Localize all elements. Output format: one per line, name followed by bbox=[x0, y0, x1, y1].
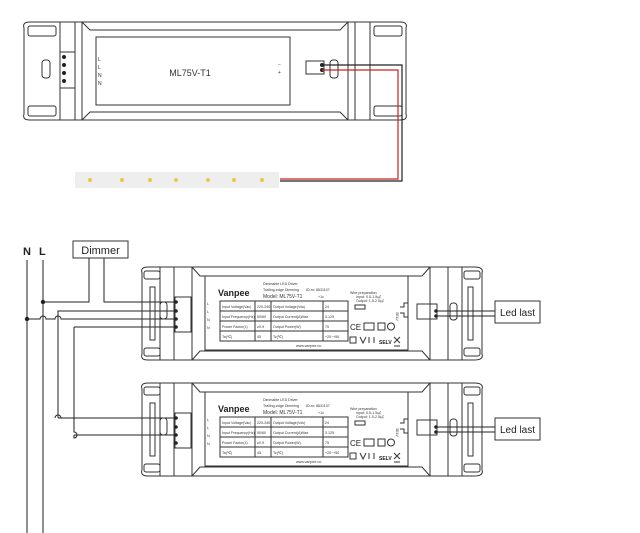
table-cell: 24 bbox=[325, 421, 329, 425]
selv-mark: SELV bbox=[379, 456, 392, 462]
table-cell: Tc(℃) bbox=[273, 451, 283, 455]
terminal-label: N bbox=[207, 318, 210, 322]
output-selv: SELV bbox=[395, 312, 399, 322]
table-cell: Ta(℃) bbox=[222, 451, 232, 455]
label-model: Model: ML75V-T1 bbox=[263, 294, 303, 300]
neutral-label: N bbox=[23, 246, 31, 258]
brand-logo: Vanpee bbox=[218, 404, 250, 414]
table-cell: Input Voltage(Vac) bbox=[222, 421, 251, 425]
terminal-label: L bbox=[207, 310, 209, 314]
table-cell: Input Frequency(Hz) bbox=[222, 431, 255, 435]
table-cell: 50/60 bbox=[257, 315, 266, 319]
output-selv: SELV bbox=[395, 428, 399, 438]
led-load-label: Led last bbox=[500, 308, 535, 319]
terminal-label: N bbox=[207, 326, 210, 330]
table-cell: Power Factor(λ) bbox=[222, 441, 248, 445]
table-cell: Output Current(A)Max bbox=[273, 431, 309, 435]
label-model: Model: ML75V-T1 bbox=[263, 410, 303, 416]
terminal-label: L bbox=[207, 302, 209, 306]
label-model-suffix: +1c bbox=[318, 411, 324, 415]
wire-output: Output: 1.5-2.5㎟ bbox=[356, 414, 384, 419]
table-cell: Output Current(A)Max bbox=[273, 315, 309, 319]
spec-table: Input Voltage(Vac) 220-240 Output Voltag… bbox=[219, 416, 349, 458]
led-load-2: Led last bbox=[494, 417, 541, 441]
table-cell: 220-240 bbox=[257, 421, 270, 425]
label-dimming: Trailing-edge Dimming bbox=[263, 404, 299, 408]
label-website: www.vanpee.no bbox=[296, 460, 321, 464]
table-cell: Output Voltage(Vdc) bbox=[273, 421, 305, 425]
wire-input: Input: 0.5-1.5㎟ bbox=[356, 294, 381, 299]
table-cell: Output Power(W) bbox=[273, 325, 301, 329]
terminal-label: L bbox=[207, 418, 209, 422]
terminal-label: L bbox=[98, 57, 101, 63]
label-website: www.vanpee.no bbox=[296, 344, 321, 348]
label-title: Dimmable LED Driver bbox=[263, 398, 299, 402]
terminal-label: N bbox=[98, 81, 102, 87]
brand-logo: Vanpee bbox=[218, 288, 250, 298]
terminal-label: N bbox=[207, 442, 210, 446]
dimmable-driver: L L N N Vanpee Dimmable LED Driver Trail… bbox=[141, 382, 483, 477]
table-cell: 75 bbox=[325, 441, 329, 445]
led-load-label: Led last bbox=[500, 425, 535, 436]
wire-input: Input: 0.5-1.5㎟ bbox=[356, 410, 381, 415]
dimmable-driver: L L N N Vanpee Dimmable LED Driver Trail… bbox=[141, 266, 483, 361]
table-cell: 3.125 bbox=[325, 431, 334, 435]
terminal-label: N bbox=[98, 73, 102, 79]
table-cell: 24 bbox=[325, 305, 329, 309]
load-wiring bbox=[436, 310, 495, 433]
label-dimming: Trailing-edge Dimming bbox=[263, 288, 299, 292]
label-id: ID-nr: 8631107 bbox=[306, 404, 330, 408]
table-cell: +20~+50 bbox=[325, 451, 339, 455]
spec-table: Input Voltage(Vac) 220-240 Output Voltag… bbox=[219, 300, 349, 342]
table-cell: Output Voltage(Vdc) bbox=[273, 305, 305, 309]
label-title: Dimmable LED Driver bbox=[263, 282, 299, 286]
wire-prep: Wire preparation bbox=[350, 291, 377, 295]
table-cell: Output Power(W) bbox=[273, 441, 301, 445]
table-cell: Ta(℃) bbox=[222, 335, 232, 339]
table-cell: Power Factor(λ) bbox=[222, 325, 248, 329]
table-cell: ≥0.9 bbox=[257, 325, 264, 329]
table-cell: 75 bbox=[325, 325, 329, 329]
table-cell: 220-240 bbox=[257, 305, 270, 309]
terminal-label: − bbox=[278, 62, 281, 68]
table-cell: Tc(℃) bbox=[273, 335, 283, 339]
negative-wire bbox=[280, 64, 403, 182]
table-cell: 3.125 bbox=[325, 315, 334, 319]
wire-output: Output: 1.5-2.5㎟ bbox=[356, 298, 384, 303]
table-cell: 45 bbox=[257, 451, 261, 455]
terminal-label: + bbox=[278, 70, 281, 76]
table-cell: +20~+50 bbox=[325, 335, 339, 339]
table-cell: ≥0.9 bbox=[257, 441, 264, 445]
led-strip bbox=[75, 172, 279, 188]
table-cell: Input Frequency(Hz) bbox=[222, 315, 255, 319]
terminal-label: L bbox=[98, 65, 101, 71]
ce-mark: CE bbox=[350, 323, 361, 332]
table-cell: 50/60 bbox=[257, 431, 266, 435]
led-load-1: Led last bbox=[494, 300, 541, 324]
driver-model: ML75V-T1 bbox=[169, 68, 211, 78]
table-cell: Input Voltage(Vac) bbox=[222, 305, 251, 309]
live-label: L bbox=[39, 246, 46, 258]
selv-mark: SELV bbox=[379, 340, 392, 346]
table-cell: 45 bbox=[257, 335, 261, 339]
dimmer: Dimmer bbox=[72, 240, 129, 259]
label-model-suffix: +1c bbox=[318, 295, 324, 299]
mains-wiring bbox=[24, 258, 176, 439]
terminal-label: N bbox=[207, 434, 210, 438]
dimmer-label: Dimmer bbox=[81, 245, 120, 257]
ce-mark: CE bbox=[350, 439, 361, 448]
terminal-label: L bbox=[207, 426, 209, 430]
positive-wire bbox=[280, 69, 399, 180]
wire-prep: Wire preparation bbox=[350, 407, 377, 411]
label-id: ID-nr: 8631107 bbox=[306, 288, 330, 292]
top-driver: L L N N − + ML75V-T1 bbox=[23, 21, 407, 121]
